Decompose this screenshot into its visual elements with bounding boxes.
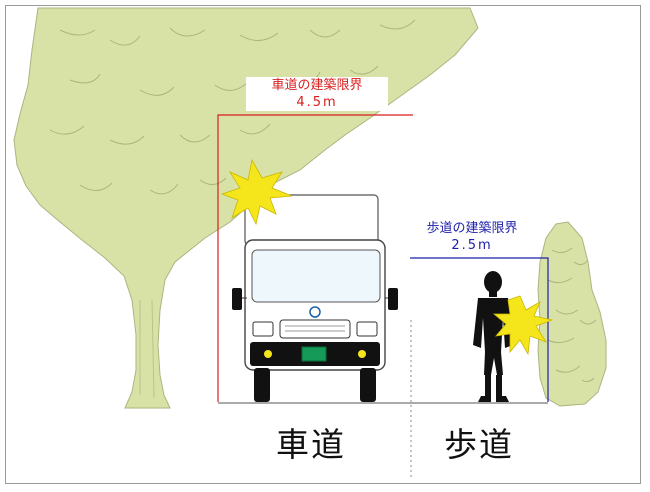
license-plate	[301, 346, 327, 362]
roadway-clearance-height: 4.5m	[296, 95, 338, 110]
roadway-label: 車道	[276, 425, 346, 464]
impact-burst-pedestrian	[492, 295, 554, 356]
roadway-clearance-title: 車道の建築限界	[271, 78, 363, 93]
sidewalk-clearance-height: 2.5m	[451, 238, 493, 253]
impact-burst-truck	[220, 158, 293, 226]
pedestrian	[473, 271, 513, 402]
sidewalk-label: 歩道	[444, 425, 514, 464]
outer-frame	[5, 5, 641, 484]
sidewalk-clearance-frame	[410, 257, 549, 402]
sidewalk-clearance-label: 歩道の建築限界 2.5m	[412, 220, 532, 254]
roadway-clearance-label: 車道の建築限界 4.5m	[246, 77, 388, 111]
truck	[232, 194, 398, 402]
roadway-clearance-frame	[217, 114, 413, 402]
roadside-bush	[537, 221, 607, 407]
sidewalk-clearance-title: 歩道の建築限界	[426, 221, 518, 236]
